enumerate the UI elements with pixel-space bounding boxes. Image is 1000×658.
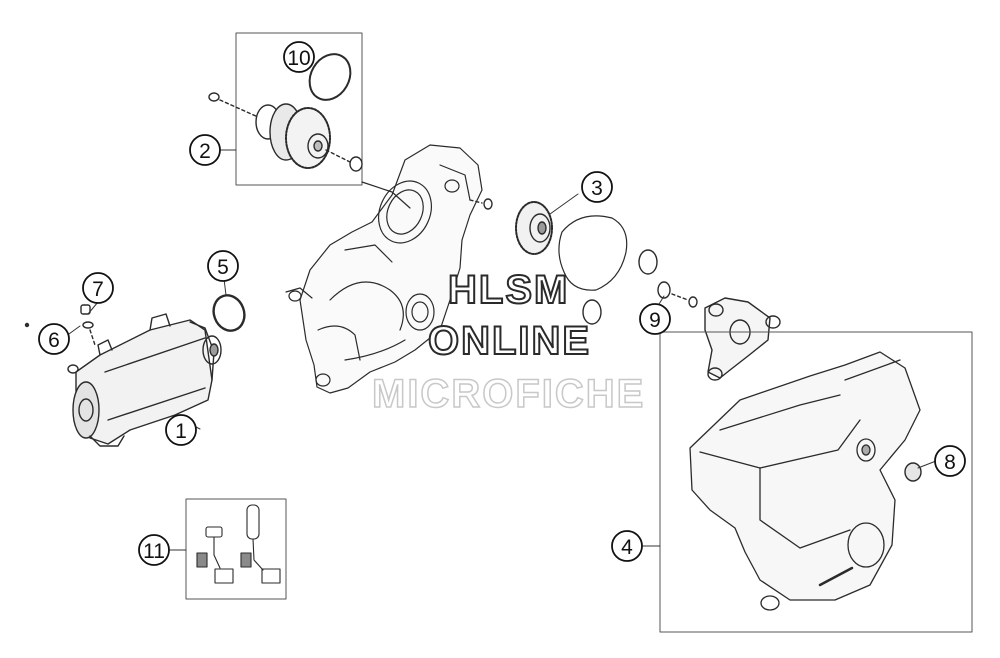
- callout-7-label: 7: [92, 278, 104, 301]
- callout-2: 2: [189, 134, 221, 166]
- o-ring-5: [212, 294, 246, 332]
- washer-6: [82, 321, 94, 329]
- starter-motor: [67, 313, 222, 447]
- carbon-brushes: [196, 504, 281, 584]
- callout-8: 8: [934, 445, 966, 477]
- callout-10-label: 10: [287, 47, 310, 70]
- callout-1: 1: [165, 414, 197, 446]
- callout-6: 6: [38, 323, 70, 355]
- idler-gear: [515, 201, 553, 255]
- crankcase-cover: [285, 144, 483, 394]
- callout-10: 10: [283, 41, 315, 73]
- callout-8-label: 8: [944, 451, 956, 474]
- callout-3-label: 3: [591, 177, 603, 200]
- small-cover: [657, 281, 781, 381]
- callout-7: 7: [82, 272, 114, 304]
- dowel-pins: [582, 249, 658, 325]
- washer-small: [483, 198, 493, 210]
- group-box-starter-drive: [235, 32, 363, 186]
- callout-5: 5: [207, 250, 239, 282]
- nut-7: [80, 304, 91, 315]
- callout-3: 3: [581, 171, 613, 203]
- callout-4-label: 4: [621, 536, 633, 559]
- starter-drive-gear: [208, 53, 363, 172]
- washer-8: [904, 462, 922, 482]
- callout-9-label: 9: [649, 309, 661, 332]
- group-box-ignition-cover: [659, 331, 973, 633]
- callout-2-label: 2: [199, 140, 211, 163]
- group-box-brushes: [185, 498, 287, 600]
- callout-11-label: 11: [143, 540, 165, 563]
- callout-11: 11: [138, 534, 170, 566]
- callout-9: 9: [639, 303, 671, 335]
- callout-5-label: 5: [217, 256, 229, 279]
- ignition-cover: [689, 351, 921, 611]
- callout-4: 4: [611, 530, 643, 562]
- callout-1-label: 1: [175, 420, 187, 443]
- gasket: [558, 215, 628, 291]
- callout-6-label: 6: [48, 329, 60, 352]
